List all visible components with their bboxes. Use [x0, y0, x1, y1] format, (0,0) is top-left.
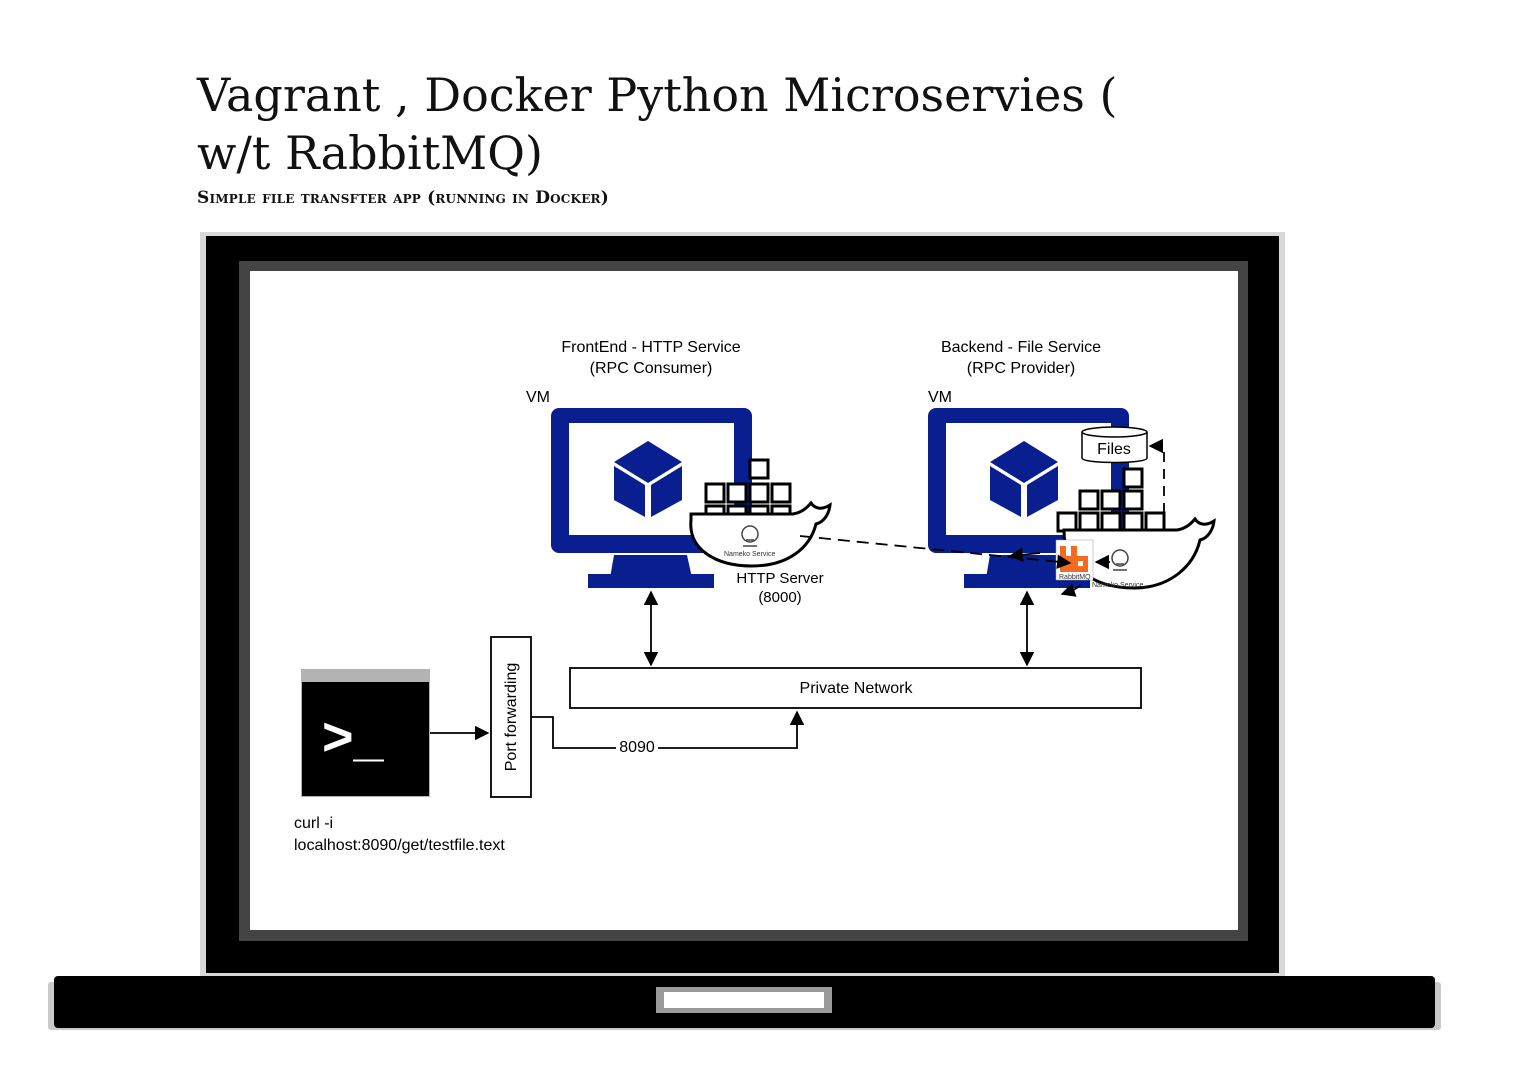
page-subtitle: Simple file transfter app (running in Do…	[197, 188, 609, 208]
frontend-nameko-label: Nameko Service	[724, 551, 775, 558]
laptop-illustration	[48, 232, 1441, 1030]
backend-title: Backend - File Service	[941, 339, 1101, 356]
port-8090-label: 8090	[619, 739, 655, 756]
backend-docker-whale-icon	[1056, 467, 1216, 590]
rabbitmq-label: RabbitMQ	[1059, 574, 1091, 581]
curl-command-line2: localhost:8090/get/testfile.text	[294, 837, 505, 854]
private-network-box	[569, 667, 1142, 709]
backend-cube-icon	[990, 441, 1058, 517]
http-server-port: (8000)	[758, 589, 801, 606]
http-server-label: HTTP Server	[736, 570, 823, 587]
page-title: Vagrant , Docker Python Microservies ( w…	[197, 68, 1118, 180]
frontend-docker-whale-icon	[689, 458, 832, 568]
frontend-nameko-service-icon: Nameko Service	[724, 525, 775, 558]
backend-nameko-label: Nameko Service	[1092, 582, 1143, 589]
frontend-title: FrontEnd - HTTP Service	[561, 339, 740, 356]
private-network-label: Private Network	[800, 680, 914, 697]
files-storage-icon: Files	[1081, 426, 1148, 464]
frontend-cube-icon	[614, 441, 682, 517]
file-access-arrow	[1148, 438, 1165, 530]
frontend-vm-label: VM	[526, 389, 550, 406]
port-label-bg	[616, 738, 658, 754]
files-label: Files	[1097, 441, 1131, 458]
laptop-trackpad-notch	[664, 992, 824, 1008]
backend-nameko-service-icon: Nameko Service	[1092, 549, 1143, 589]
laptop-screen	[250, 271, 1238, 930]
backend-role: (RPC Provider)	[967, 360, 1075, 377]
rabbit-loop-arrow	[1060, 583, 1081, 597]
port-forwarding-box	[490, 636, 532, 798]
terminal-icon: >_	[301, 669, 430, 797]
rpc-dashed-arrow	[799, 535, 1072, 569]
rpc-reply-arrow	[1008, 547, 1041, 562]
port-forwarding-label: Port forwarding	[503, 663, 520, 772]
rabbitmq-icon: RabbitMQ	[1055, 539, 1094, 581]
portforward-to-network-arrow	[531, 710, 805, 749]
backend-vm-label: VM	[928, 389, 952, 406]
frontend-role: (RPC Consumer)	[590, 360, 713, 377]
terminal-prompt: >_	[322, 707, 385, 767]
curl-command-line1: curl -i	[294, 815, 333, 832]
